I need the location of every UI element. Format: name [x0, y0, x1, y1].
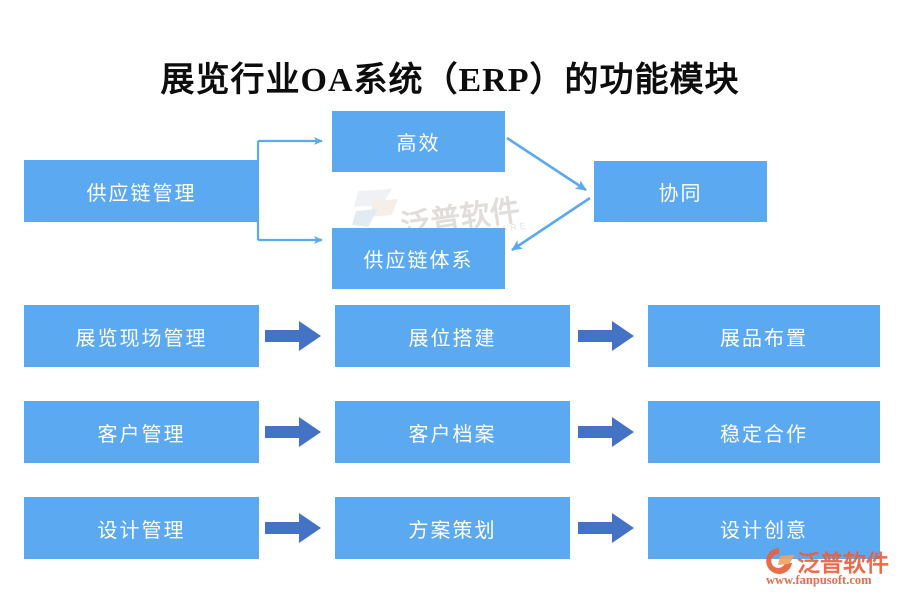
row1-stage2-node[interactable]: 展位搭建: [335, 305, 570, 367]
node-supply-chain-management[interactable]: 供应链管理: [24, 160, 259, 222]
fanpu-logo-icon: [766, 548, 795, 574]
brand-url: www.fanpusoft.com: [766, 573, 872, 587]
node-label: 客户管理: [97, 423, 186, 446]
node-label: 方案策划: [408, 519, 497, 542]
node-label: 协同: [658, 183, 703, 205]
node-collaboration[interactable]: 协同: [594, 161, 767, 222]
row3-arrow-1-icon: [265, 513, 321, 543]
node-label: 供应链管理: [86, 182, 197, 205]
node-label: 设计管理: [97, 519, 186, 542]
brand-name: 泛普软件: [797, 551, 889, 576]
fanpu-logo-icon: [352, 189, 398, 227]
node-label: 供应链体系: [363, 250, 474, 272]
row3-stage2-node[interactable]: 方案策划: [335, 497, 570, 559]
page-title: 展览行业OA系统（ERP）的功能模块: [160, 62, 740, 99]
node-label: 稳定合作: [720, 423, 808, 446]
row3-arrow-2-icon: [578, 513, 634, 543]
node-label: 展品布置: [720, 327, 808, 350]
node-supply-chain-system[interactable]: 供应链体系: [332, 228, 505, 289]
row2-arrow-2-icon: [578, 417, 634, 447]
brand-logo: 泛普软件 www.fanpusoft.com: [764, 546, 894, 594]
row2-stage3-node[interactable]: 稳定合作: [648, 401, 880, 463]
row1-arrow-2-icon: [578, 321, 634, 351]
node-label: 展位搭建: [408, 327, 497, 350]
branch-connector-supply-chain: [256, 137, 323, 244]
row1-stage3-node[interactable]: 展品布置: [648, 305, 880, 367]
arrow-gaoxiao-to-xietong: [506, 136, 587, 192]
row3-stage1-node[interactable]: 设计管理: [24, 497, 259, 559]
row2-stage2-node[interactable]: 客户档案: [335, 401, 570, 463]
node-label: 高效: [396, 133, 441, 155]
row1-arrow-1-icon: [265, 321, 321, 351]
node-label: 设计创意: [720, 519, 808, 542]
row3-stage3-node[interactable]: 设计创意: [648, 497, 880, 559]
node-label: 展览现场管理: [75, 327, 208, 350]
arrow-xietong-to-gongyinglian-tixi: [511, 196, 591, 252]
row2-stage1-node[interactable]: 客户管理: [24, 401, 259, 463]
row2-arrow-1-icon: [265, 417, 321, 447]
row1-stage1-node[interactable]: 展览现场管理: [24, 305, 259, 367]
node-label: 客户档案: [408, 423, 497, 446]
node-high-efficiency[interactable]: 高效: [332, 111, 505, 172]
